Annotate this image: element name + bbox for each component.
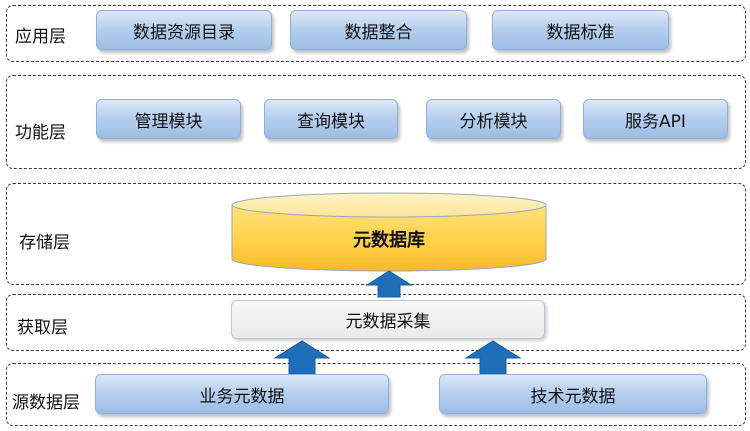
function-layer (6, 75, 746, 169)
metadata-collection-box: 元数据采集 (231, 300, 545, 339)
database-cylinder (231, 192, 547, 272)
storage-layer-label: 存储层 (19, 233, 70, 253)
data-catalog-box: 数据资源目录 (96, 10, 272, 50)
source-layer (6, 363, 746, 426)
data-integration-box: 数据整合 (290, 10, 467, 50)
acquisition-layer (6, 294, 746, 351)
acquisition-layer-label: 获取层 (17, 318, 68, 338)
analysis-module-box: 分析模块 (426, 99, 561, 139)
service-api-box: 服务API (583, 99, 728, 139)
business-metadata-box: 业务元数据 (95, 374, 389, 414)
metadata-db-label: 元数据库 (353, 230, 425, 251)
query-module-box: 查询模块 (264, 99, 398, 139)
application-layer (6, 5, 746, 62)
function-layer-label: 功能层 (15, 123, 66, 143)
management-module-box: 管理模块 (96, 99, 241, 139)
technical-metadata-box: 技术元数据 (439, 374, 707, 414)
source-layer-label: 源数据层 (12, 393, 80, 413)
arrow-technical-to-collector (464, 340, 522, 376)
application-layer-label: 应用层 (15, 27, 66, 47)
arrow-to-database (365, 270, 413, 298)
arrow-business-to-collector (273, 340, 331, 376)
data-standard-box: 数据标准 (492, 10, 669, 50)
